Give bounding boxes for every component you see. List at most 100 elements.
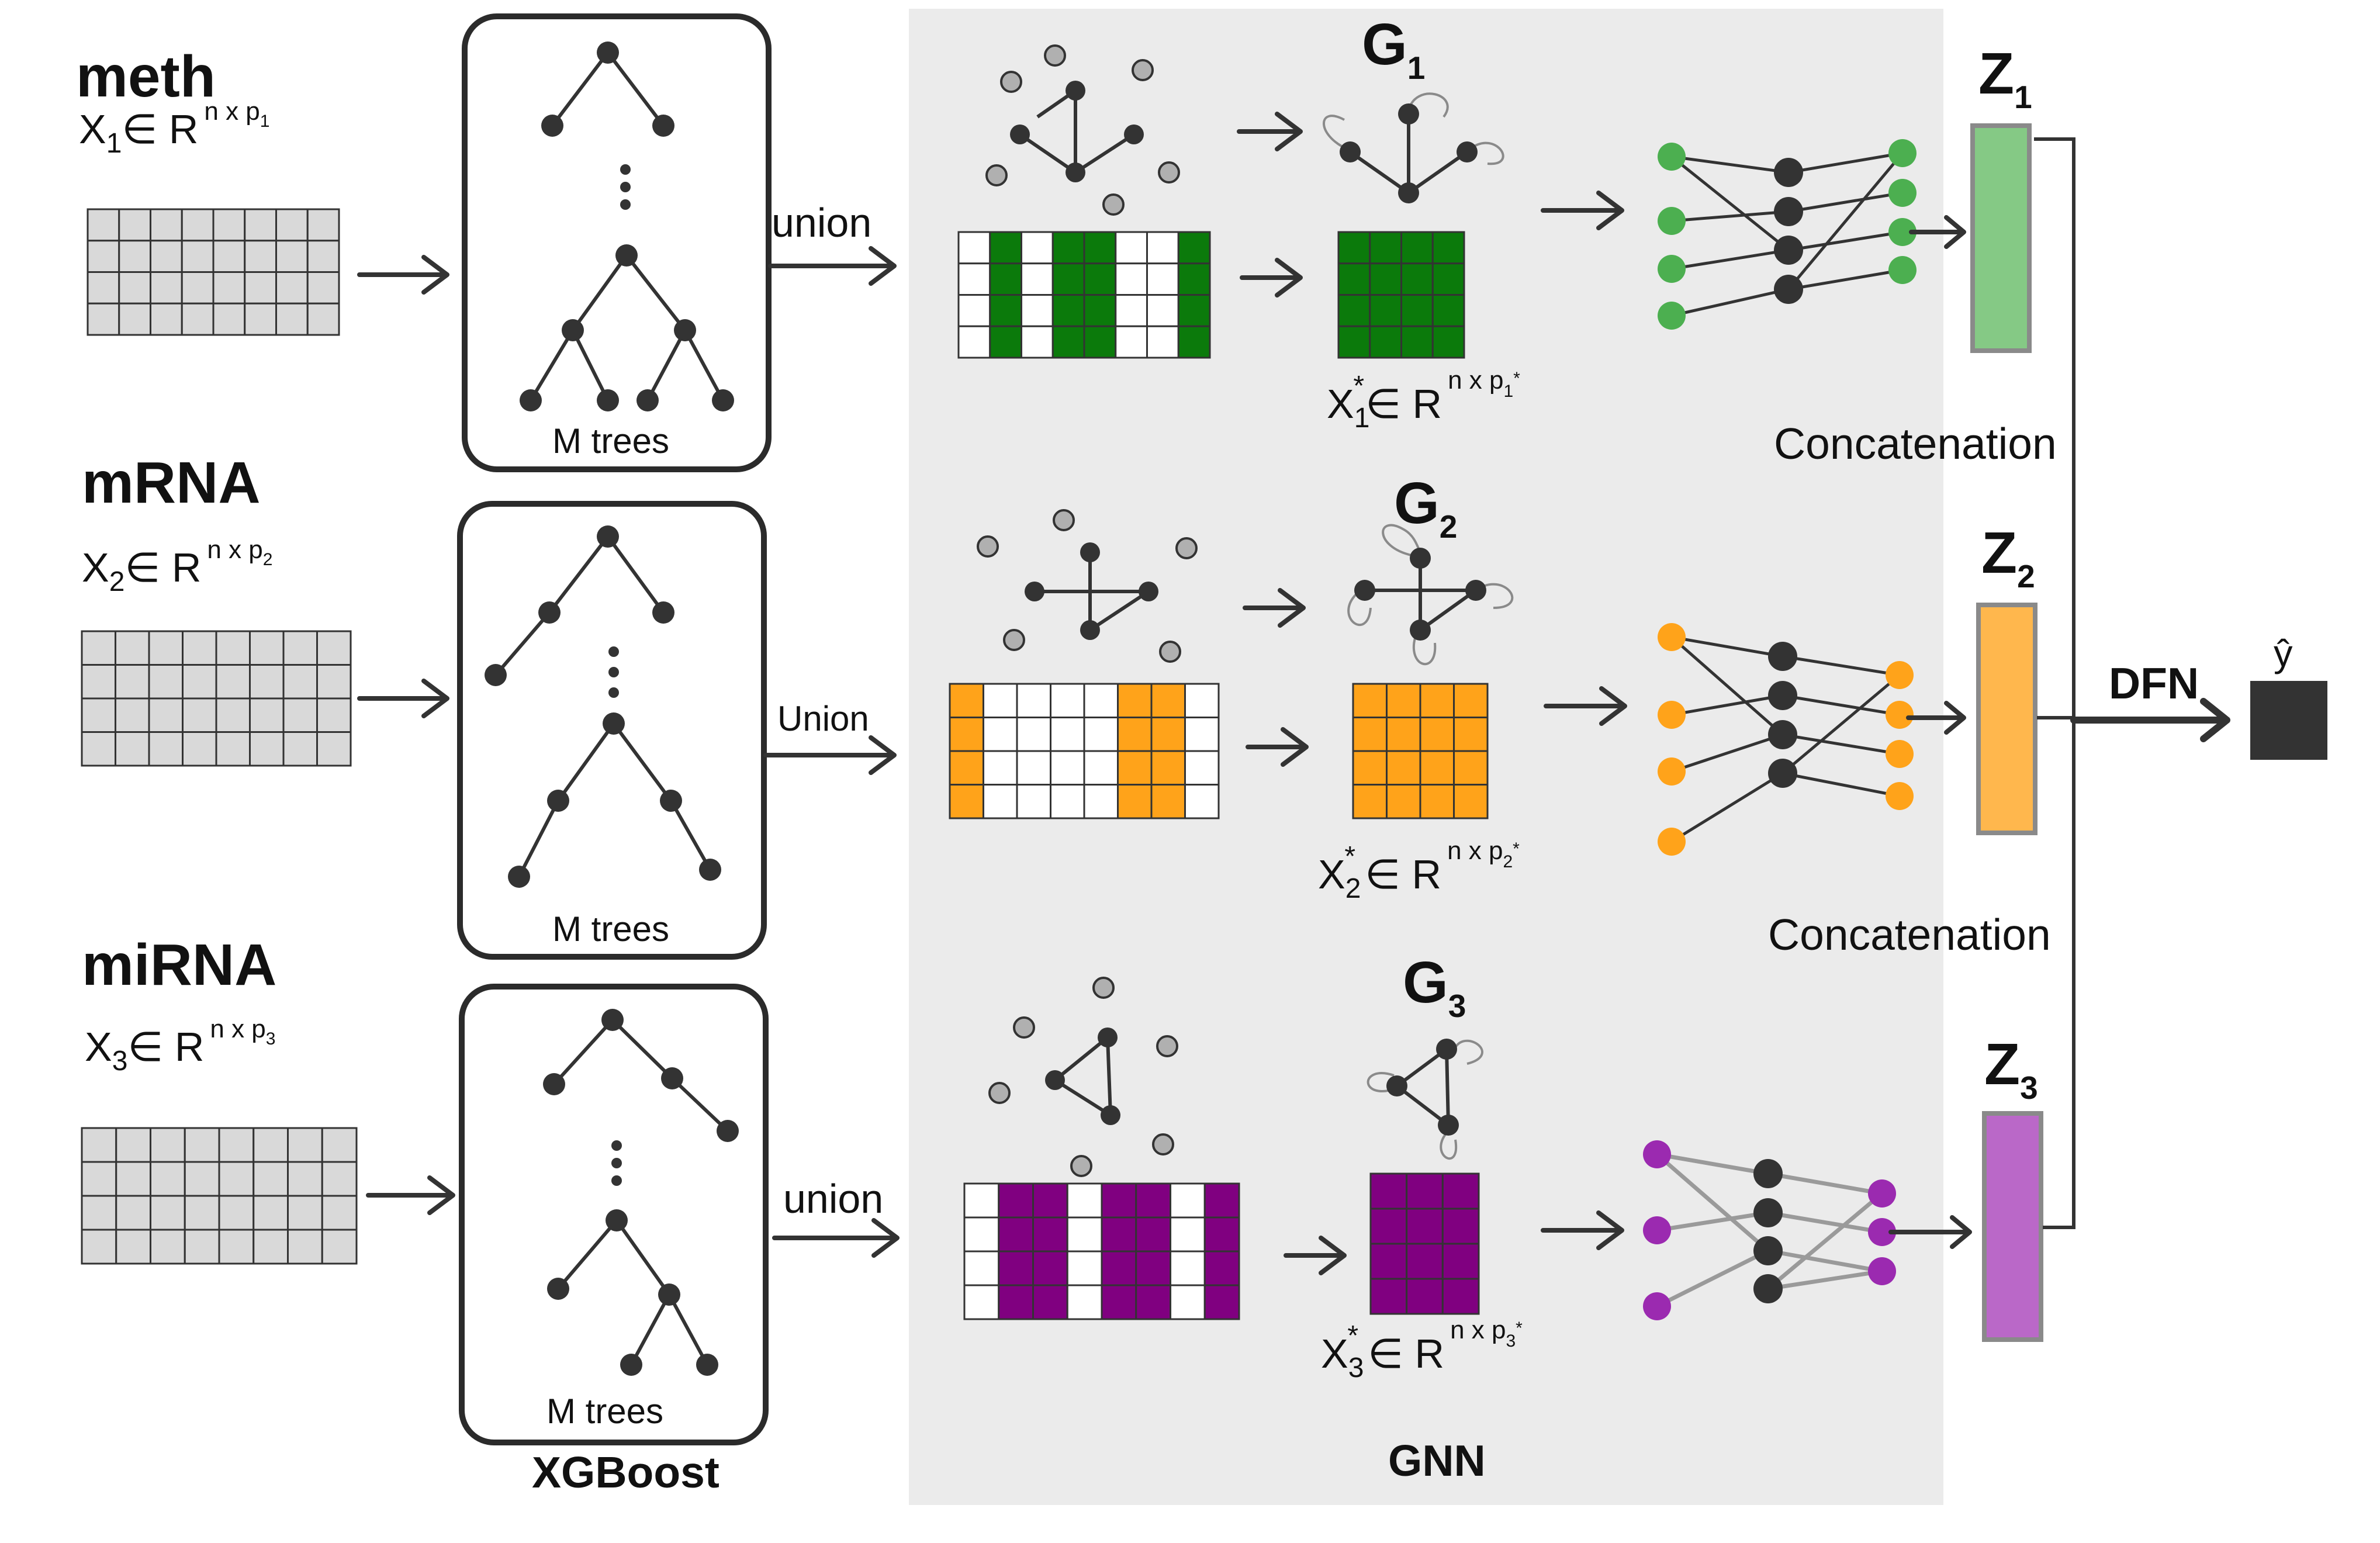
matrix-cell: [244, 271, 277, 305]
feature-node: [1080, 542, 1100, 562]
tree-top-meth: [541, 41, 674, 137]
matrix-cell: [212, 302, 246, 336]
matrix-cell: [1016, 717, 1051, 752]
matrix-cell: [1203, 1182, 1240, 1219]
isolated-node: [1159, 641, 1181, 663]
matrix-cell: [1032, 1216, 1068, 1253]
latent-z-mirna: [1982, 1111, 2043, 1342]
nn-edge: [1788, 151, 1903, 174]
matrix-cell: [1051, 325, 1085, 359]
matrix-cell: [282, 630, 318, 666]
matrix-cell: [1170, 1250, 1206, 1286]
matrix-cell: [148, 731, 184, 767]
arrow-to-z-mrna: [1906, 701, 1966, 735]
matrix-cell: [1083, 231, 1117, 265]
matrix-cell: [244, 208, 277, 242]
nn-edge: [1671, 288, 1789, 317]
matrix-cell: [1115, 325, 1148, 359]
matrix-cell: [1150, 717, 1186, 752]
matrix-cell: [1021, 325, 1054, 359]
matrix-cell: [1115, 294, 1148, 327]
matrix-cell: [1177, 231, 1211, 265]
matrix-cell: [321, 1195, 358, 1231]
nn-edge: [1787, 152, 1904, 290]
graph-node: [1398, 182, 1419, 203]
matrix-cell: [1177, 294, 1211, 327]
matrix-cell: [1083, 784, 1119, 819]
graph-node: [1386, 1075, 1407, 1096]
nn-edge: [1766, 1192, 1884, 1291]
nn-input-node: [1658, 701, 1686, 729]
arrow-matrix-mirna: [1284, 1236, 1347, 1275]
matrix-cell: [1386, 784, 1421, 819]
tree-node: [597, 41, 619, 64]
matrix-cell: [1050, 683, 1085, 718]
nn-output-node: [1886, 661, 1914, 689]
matrix-cell: [998, 1216, 1034, 1253]
matrix-cell: [306, 271, 340, 305]
matrix-cell: [212, 208, 246, 242]
input-matrix-meth: [87, 208, 340, 336]
nn-input-node: [1658, 623, 1686, 651]
latent-z-mrna: [1976, 603, 2037, 835]
matrix-cell: [306, 302, 340, 336]
nn-hidden-node: [1774, 236, 1803, 265]
input-matrix-mrna: [81, 630, 352, 767]
matrix-cell: [218, 1161, 255, 1197]
matrix-cell: [249, 664, 285, 700]
matrix-cell: [316, 630, 352, 666]
isolated-node: [1000, 71, 1022, 93]
nn-output-node: [1868, 1218, 1896, 1246]
matrix-cell: [1115, 231, 1148, 265]
nn-hidden-node: [1753, 1198, 1783, 1227]
matrix-cell: [1083, 750, 1119, 786]
matrix-cell: [87, 302, 120, 336]
isolated-node: [1053, 509, 1075, 531]
tree-bottom-meth: [520, 244, 734, 411]
matrix-cell: [963, 1216, 1000, 1253]
matrix-cell: [1406, 1208, 1444, 1245]
matrix-cell: [181, 302, 215, 336]
ellipsis-dots-mrna: [608, 646, 619, 698]
matrix-cell: [957, 325, 991, 359]
nn-input-node: [1658, 757, 1686, 786]
matrix-cell: [306, 208, 340, 242]
isolated-node: [1044, 44, 1066, 67]
isolated-node: [1175, 537, 1198, 559]
neural-net-meth: [1658, 139, 1917, 330]
nn-input-node: [1658, 207, 1686, 235]
matrix-cell: [1083, 683, 1119, 718]
graph-label-mirna: G3: [1403, 950, 1466, 1024]
arrow-matrix-to-trees-meth: [357, 255, 449, 295]
feature-node: [1045, 1070, 1065, 1090]
tree-node: [485, 664, 507, 686]
matrix-cell: [316, 664, 352, 700]
tree-node: [620, 1354, 642, 1376]
matrix-cell: [215, 697, 251, 733]
matrix-cell: [1441, 1172, 1480, 1210]
matrix-cell: [983, 683, 1018, 718]
matrix-cell: [184, 1195, 220, 1231]
matrix-cell: [1150, 784, 1186, 819]
matrix-cell: [212, 271, 246, 305]
matrix-cell: [1453, 683, 1489, 718]
matrix-cell: [252, 1195, 289, 1231]
nn-edge: [1670, 636, 1784, 736]
nn-output-node: [1886, 701, 1914, 729]
graph-node: [1457, 141, 1478, 162]
arrow-dfn: [2070, 698, 2230, 742]
matrix-cell: [215, 630, 251, 666]
nn-edge: [1656, 1210, 1769, 1233]
matrix-cell: [1453, 717, 1489, 752]
pruned-graph-mrna: [1347, 524, 1514, 666]
tree-node: [597, 525, 619, 548]
matrix-cell: [1050, 750, 1085, 786]
graph-node: [1465, 580, 1486, 601]
matrix-cell: [316, 697, 352, 733]
matrix-cell: [989, 325, 1022, 359]
arrow-to-nn-mrna: [1544, 686, 1627, 726]
isolated-node: [1158, 161, 1180, 184]
z-label-mirna: Z3: [1984, 1032, 2038, 1106]
pruned-graph-meth: [1323, 92, 1504, 203]
reduced-formula-mrna: X2*∈ Rn x p2*: [1318, 836, 1520, 904]
